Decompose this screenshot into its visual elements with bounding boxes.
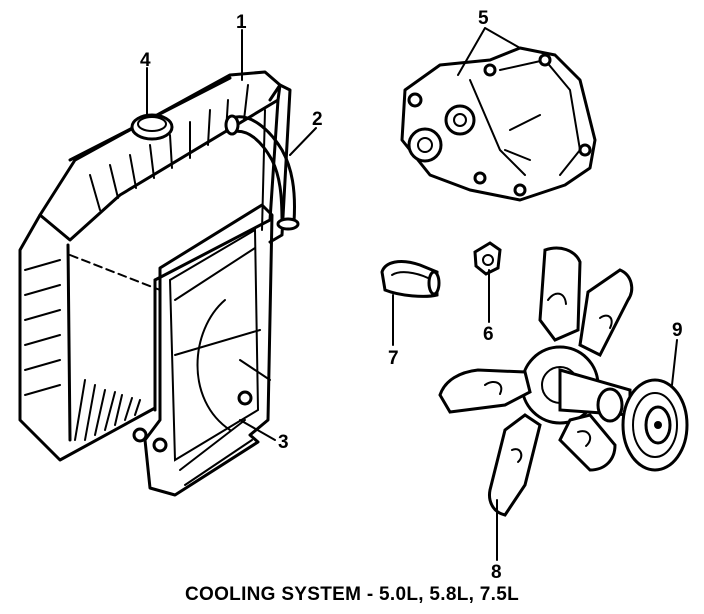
callout-6: 6 [483,324,494,345]
callout-9: 9 [672,320,683,341]
diagram-caption: COOLING SYSTEM - 5.0L, 5.8L, 7.5L [184,584,520,605]
callout-2: 2 [312,109,323,130]
radiator-cap-icon [130,113,174,141]
callout-4: 4 [140,50,151,71]
callout-7: 7 [388,348,399,369]
fan-shroud-icon [132,203,274,497]
leader-lines [146,27,678,561]
thermostat-icon [380,260,441,298]
upper-hose-icon [224,114,300,231]
fan-clutch-pulley-icon [558,368,689,472]
callout-5: 5 [478,8,489,29]
callout-1: 1 [236,12,247,33]
callouts: 1 2 3 4 5 6 7 8 9 [140,8,683,583]
callout-8: 8 [491,562,502,583]
callout-3: 3 [278,432,289,453]
water-pump-icon [400,46,597,202]
thermostat-housing-icon [473,241,502,276]
